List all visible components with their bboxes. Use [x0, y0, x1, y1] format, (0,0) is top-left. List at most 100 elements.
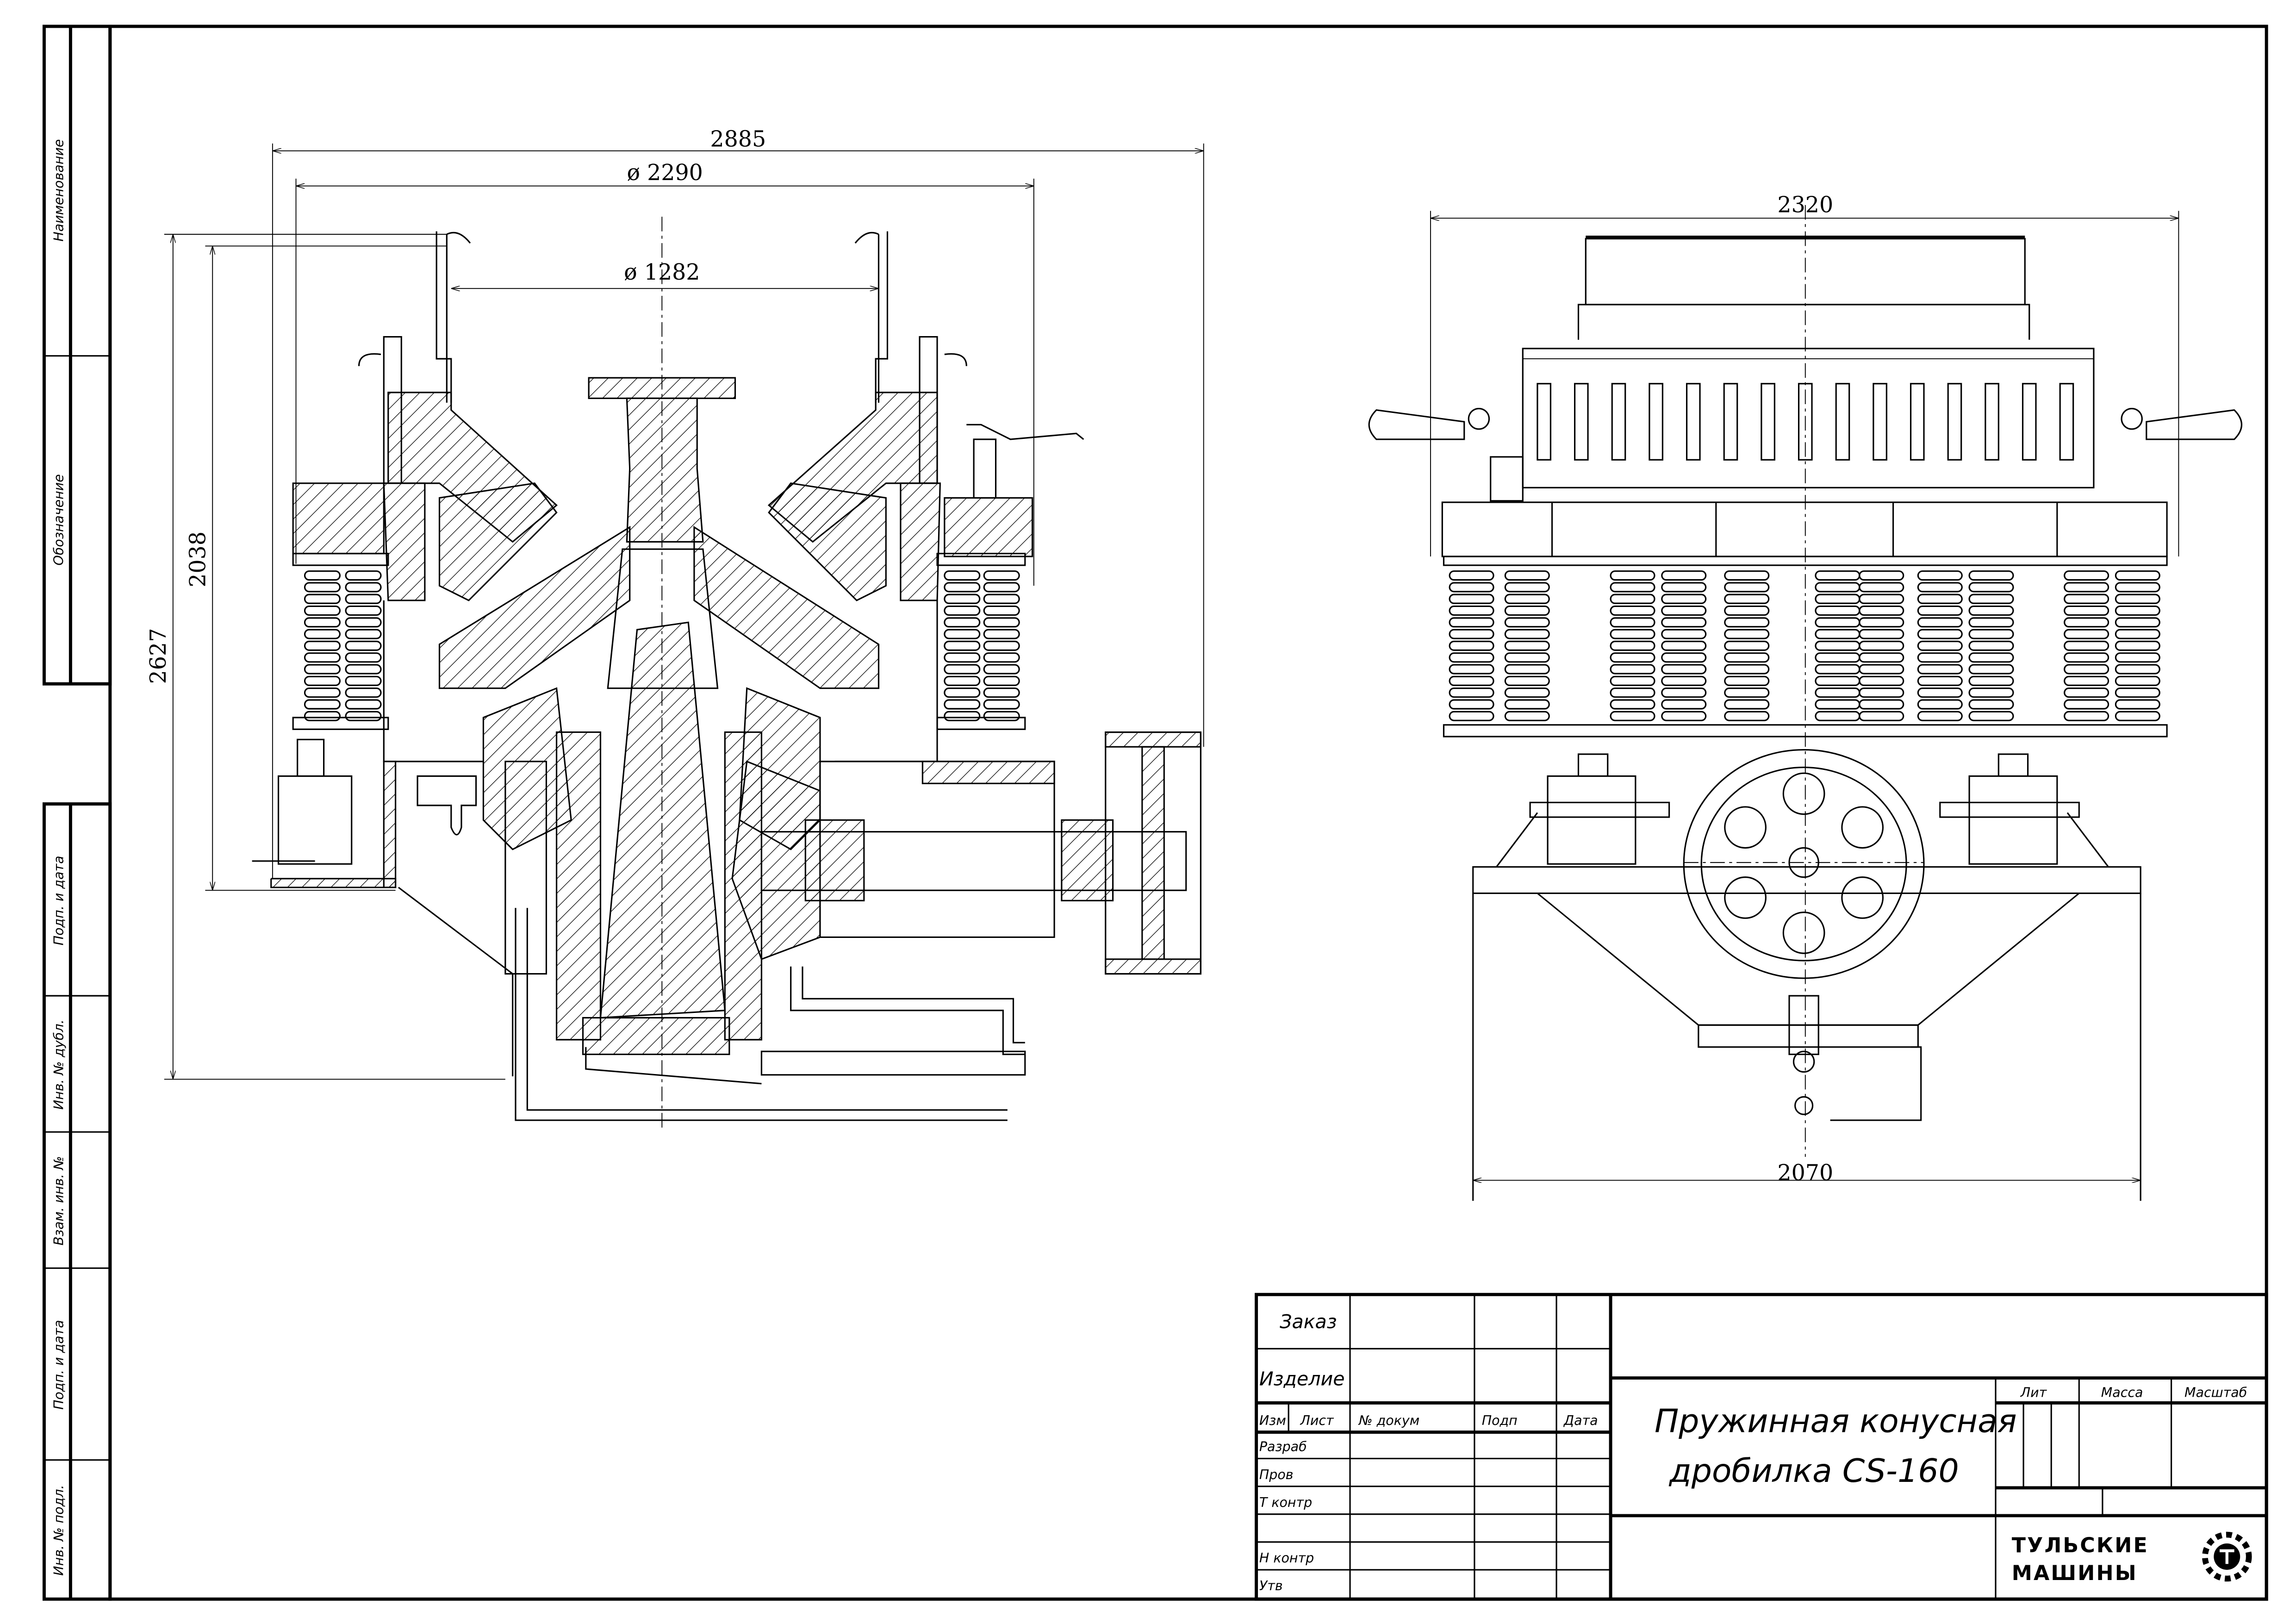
- spring-coil: [1968, 687, 2014, 698]
- spring-coil: [1661, 652, 1707, 663]
- spring-coil: [1968, 605, 2014, 616]
- main-frame: [252, 600, 1055, 1076]
- spring-coil: [304, 605, 341, 616]
- spring-coil: [1661, 664, 1707, 675]
- spring-coil: [2064, 664, 2109, 675]
- spring-coil: [1504, 593, 1550, 604]
- spring-coil: [1661, 675, 1707, 686]
- spring-coil: [1968, 629, 2014, 639]
- ring-slot: [1574, 383, 1589, 461]
- spring-coil: [983, 664, 1020, 675]
- spring-coil: [1859, 617, 1904, 628]
- spring-coil: [1859, 711, 1904, 721]
- spring-coil: [345, 640, 382, 651]
- dim-bowl-diameter: ø 2290: [627, 160, 703, 186]
- spring-coil: [1724, 652, 1770, 663]
- spring-coil: [944, 640, 981, 651]
- mass-label: Масса: [2101, 1385, 2143, 1400]
- spring-coil: [944, 629, 981, 639]
- spring-coil: [1449, 582, 1494, 593]
- spring-coil: [1504, 711, 1550, 721]
- spring-coil: [1724, 617, 1770, 628]
- spring-coil: [1917, 664, 1963, 675]
- spring-coil: [2064, 699, 2109, 710]
- role-norm-control: Н контр: [1259, 1550, 1314, 1566]
- spring-coil: [2064, 687, 2109, 698]
- spring-coil: [1504, 652, 1550, 663]
- spring-coil: [1968, 664, 2014, 675]
- spring-coil: [944, 664, 981, 675]
- spring-coil: [1968, 570, 2014, 581]
- spring-coil: [345, 570, 382, 581]
- adjust-lever: [292, 424, 1084, 557]
- spring-coil: [304, 640, 341, 651]
- drawing-title-line1: Пружинная конусная: [1655, 1403, 2017, 1440]
- ring-slot: [1723, 383, 1738, 461]
- spring-coil: [1661, 699, 1707, 710]
- spring-coil: [1815, 605, 1860, 616]
- spring-coil: [1724, 629, 1770, 639]
- crusher-bowl: [358, 336, 967, 601]
- spring-coil: [1724, 664, 1770, 675]
- spring-coil: [1661, 582, 1707, 593]
- logo-line1: ТУЛЬСКИЕ: [2012, 1534, 2149, 1557]
- spring-coil: [1968, 640, 2014, 651]
- spring-coil: [1917, 652, 1963, 663]
- ring-slot: [1910, 383, 1925, 461]
- spring-coil: [1859, 629, 1904, 639]
- spring-coil: [1917, 711, 1963, 721]
- spring-coil: [1449, 699, 1494, 710]
- spring-coil: [1504, 605, 1550, 616]
- spring-coil: [944, 699, 981, 710]
- spring-coil: [345, 629, 382, 639]
- spring-coil: [1724, 687, 1770, 698]
- spring-coil: [1610, 711, 1655, 721]
- spring-coil: [1610, 605, 1655, 616]
- spring-coil: [2115, 675, 2160, 686]
- spring-coil: [304, 652, 341, 663]
- spring-coil: [1815, 593, 1860, 604]
- side-label-dup-inv: Инв. № дубл.: [51, 1019, 67, 1110]
- spring-coil: [1724, 675, 1770, 686]
- spring-coil: [1610, 687, 1655, 698]
- spring-coil: [983, 593, 1020, 604]
- spring-coil: [944, 711, 981, 721]
- spring-coil: [983, 640, 1020, 651]
- spring-coil: [2115, 699, 2160, 710]
- company-logo: ТУЛЬСКИЕ МАШИНЫ: [2012, 1531, 2252, 1585]
- spring-coil: [345, 582, 382, 593]
- spring-coil: [2064, 582, 2109, 593]
- spring-coil: [1917, 687, 1963, 698]
- spring-coil: [304, 675, 341, 686]
- col-izm: Изм: [1259, 1413, 1286, 1428]
- spring-coil: [1504, 687, 1550, 698]
- side-label-sign-date-1: Подп. и дата: [51, 856, 67, 945]
- ring-slot: [2059, 383, 2074, 461]
- col-list: Лист: [1300, 1413, 1334, 1428]
- spring-coil: [2115, 640, 2160, 651]
- spring-coil: [2115, 629, 2160, 639]
- spring-coil: [345, 605, 382, 616]
- ring-slot: [1611, 383, 1626, 461]
- spring-coil: [345, 652, 382, 663]
- spring-coil: [1449, 664, 1494, 675]
- spring-coil: [345, 711, 382, 721]
- spring-coil: [1859, 640, 1904, 651]
- spring-coil: [2115, 687, 2160, 698]
- spring-coil: [1449, 570, 1494, 581]
- spring-coil: [1968, 593, 2014, 604]
- spring-coil: [1449, 652, 1494, 663]
- right-springs: [1449, 570, 2160, 721]
- spring-coil: [2064, 617, 2109, 628]
- spring-coil: [1724, 582, 1770, 593]
- spring-coil: [345, 664, 382, 675]
- col-date: Дата: [1563, 1413, 1598, 1428]
- spring-coil: [1815, 629, 1860, 639]
- spring-coil: [1724, 593, 1770, 604]
- hopper-front: [1522, 235, 2095, 488]
- spring-coil: [944, 675, 981, 686]
- spring-coil: [2115, 570, 2160, 581]
- spring-coil: [1610, 699, 1655, 710]
- dim-feed-diameter: ø 1282: [624, 260, 700, 285]
